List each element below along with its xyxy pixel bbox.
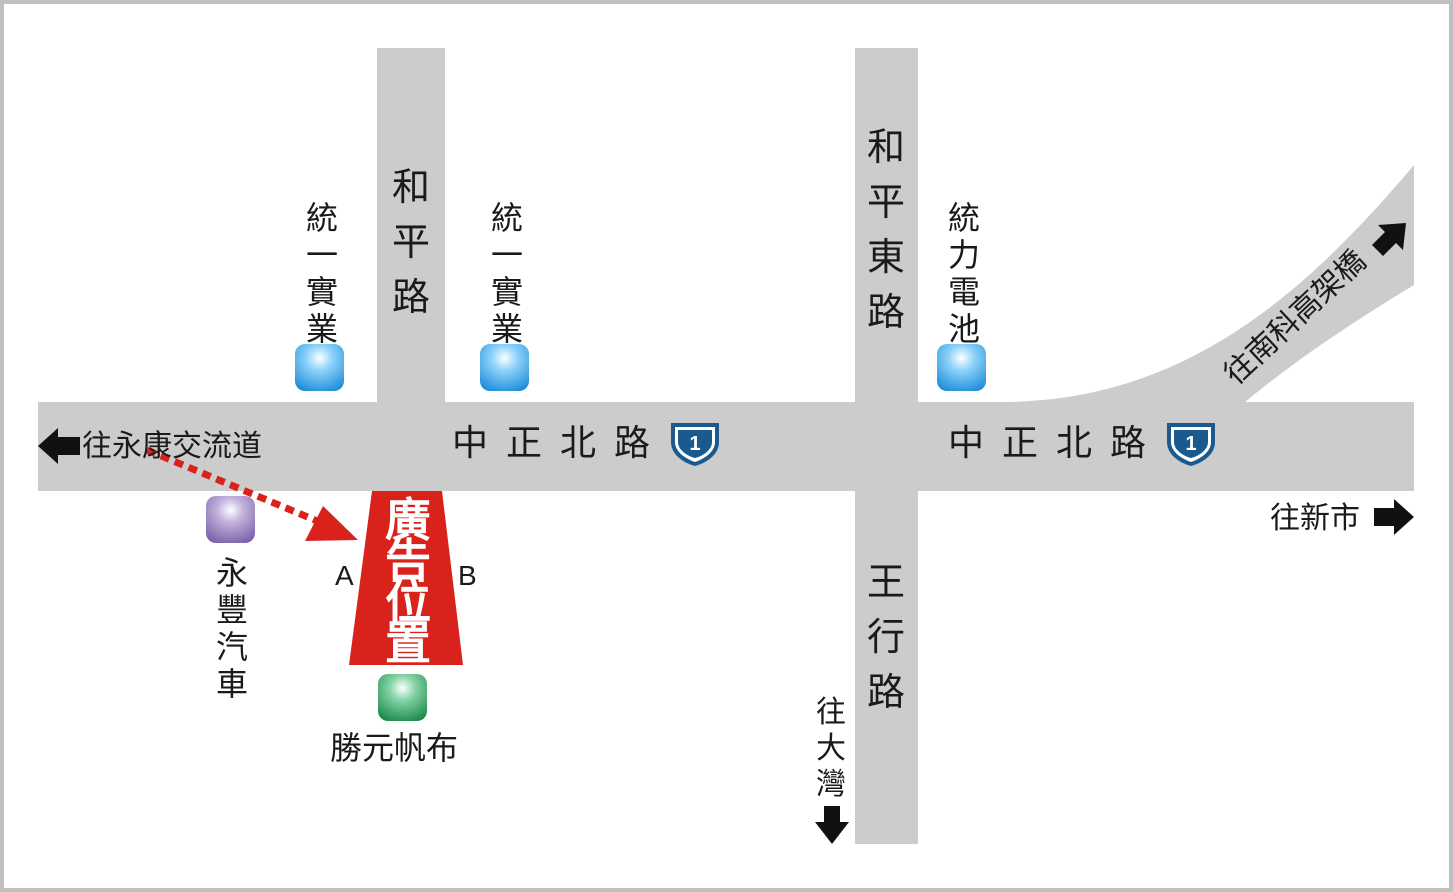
landmark-label-shengyuan: 勝元帆布 [330, 729, 459, 767]
road-label-heping-east: 和平東路 [866, 125, 905, 334]
billboard-side-a: A [335, 560, 354, 591]
direction-xinshi: 往新市 [1270, 501, 1360, 536]
road-label-zhongzheng-right: 中正北路 [948, 423, 1165, 464]
landmark-marker-icon [378, 674, 427, 721]
nanke-ramp-road [1000, 165, 1414, 402]
landmark-marker-icon [206, 496, 255, 543]
route-shield-icon: 1 [1167, 423, 1215, 466]
direction-dawan: 往大灣 [816, 695, 846, 802]
landmark-label-tongyi-left: 統一實業 [305, 199, 338, 348]
road-label-wangxing: 王行路 [866, 560, 905, 714]
arrow-right-icon [1374, 499, 1414, 535]
road-label-heping: 和平路 [391, 165, 430, 319]
route-number: 1 [689, 433, 700, 455]
billboard-label: 廣告位置 [385, 493, 431, 670]
route-shield-icon: 1 [671, 423, 719, 466]
arrow-down-icon [815, 806, 849, 844]
landmark-label-tongyi-right: 統一實業 [490, 199, 523, 348]
route-number: 1 [1185, 433, 1196, 455]
billboard-side-b: B [458, 560, 477, 591]
landmark-marker-icon [937, 344, 986, 391]
landmark-label-yongfeng: 永豐汽車 [215, 554, 248, 703]
direction-yongkang: 往永康交流道 [82, 429, 262, 464]
heping-east-wangxing-road [855, 48, 918, 844]
landmark-marker-icon [295, 344, 344, 391]
landmark-marker-icon [480, 344, 529, 391]
heping-road [377, 48, 445, 402]
arrow-left-icon [38, 428, 80, 464]
road-label-zhongzheng-left: 中正北路 [452, 423, 669, 464]
landmark-label-tongli: 統力電池 [947, 199, 980, 348]
billboard-shape [349, 491, 463, 665]
arrow-up-right-icon [1372, 223, 1406, 256]
billboard-pointer-arrow [145, 446, 358, 541]
